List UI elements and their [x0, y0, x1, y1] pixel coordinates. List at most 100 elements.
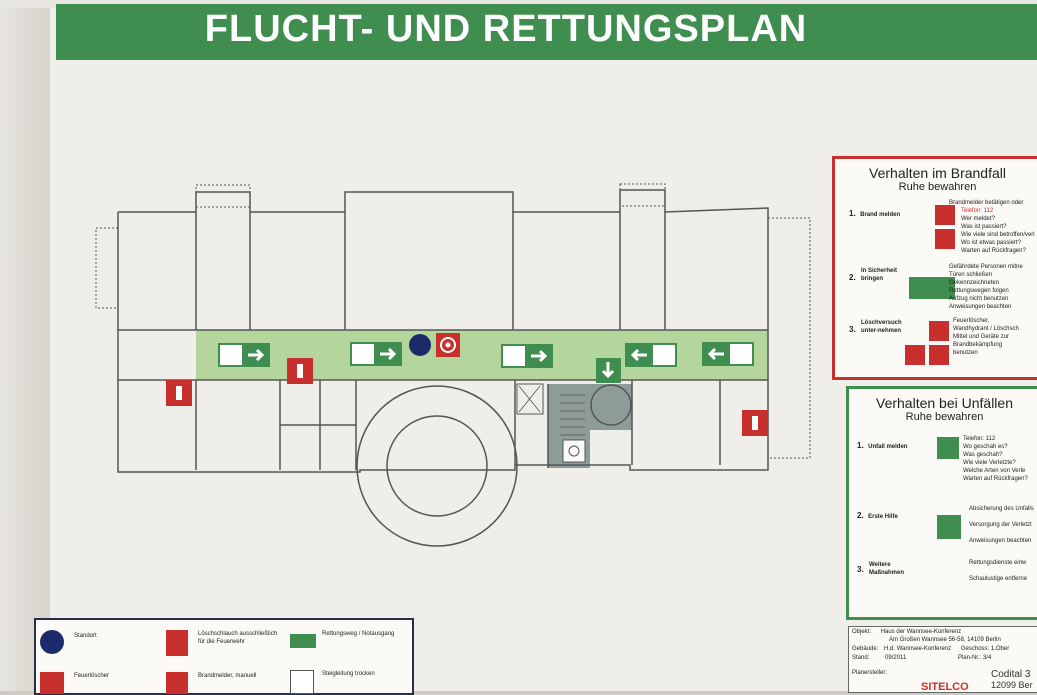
step-line: Wie viele Verletzte? [963, 460, 1016, 466]
legend-label: Standort [74, 633, 97, 639]
legend-label: Löschschlauch ausschließlich für die Feu… [198, 631, 278, 645]
step-line: Brandbekämpfung [953, 342, 1003, 348]
info-key: Gebäude: [852, 646, 879, 652]
step-num: 1. [849, 209, 856, 218]
fire-alarm-symbol [436, 333, 460, 357]
legend-label: Rettungsweg / Notausgang [322, 631, 395, 637]
standort-icon [40, 630, 64, 654]
info-row: Planersteller: [852, 669, 887, 677]
unfall-step-2: 2. Erste Hilfe Absicherung des Unfalls V… [857, 505, 1037, 544]
step-line: Welche Arten von Verle [963, 468, 1026, 474]
maker-logo: SITELCO [921, 681, 969, 693]
step-line: Feuerlöscher, [953, 318, 990, 324]
step-num: 3. [849, 325, 856, 334]
info-key: Stand: [852, 655, 870, 661]
dry-riser-icon [290, 670, 314, 694]
step-line: Wer meldet? [961, 216, 995, 222]
phone-icon [935, 229, 955, 249]
unfall-subheading: Ruhe bewahren [905, 411, 984, 423]
fire-alarm-icon [935, 205, 955, 225]
step-label: Erste Hilfe [868, 514, 898, 520]
step-label: In Sicherheit bringen [861, 268, 898, 282]
step-line: Aufzug nicht benutzen [949, 296, 1009, 302]
phone-icon [937, 437, 959, 459]
title-bar [56, 4, 1037, 60]
exit-sign-1 [218, 343, 270, 367]
step-line: Türen schließen [949, 272, 993, 278]
info-row: Objekt: Haus der Wannsee-Konferenz [852, 628, 961, 636]
info-value: Haus der Wannsee-Konferenz [880, 629, 962, 635]
fire-extinguisher-icon [929, 321, 949, 341]
step-line: Gekennzeichneten [949, 280, 1000, 286]
legend-item: Standort [40, 630, 97, 654]
exit-sign-5 [702, 342, 754, 366]
step-num: 2. [857, 511, 864, 520]
step-label: Unfall melden [868, 444, 908, 450]
step-label: Weitere Maßnahmen [869, 562, 905, 576]
step-line: Brandmelder betätigen oder [949, 200, 1024, 206]
step-line: Rettungsdienste einw [969, 560, 1027, 566]
step-line: Wo geschah es? [963, 444, 1008, 450]
legend-item: Brandmelder, manuell [166, 672, 256, 694]
fire-extinguisher-symbol-2 [287, 358, 313, 384]
brandfall-step-3: 3. Löschversuch unter-nehmen Feuerlösche… [849, 318, 1037, 365]
legend-item: Löschschlauch ausschließlich für die Feu… [166, 630, 277, 656]
info-value: H.d. Wannsee-Konferenz [884, 646, 952, 652]
info-value: 09/2011 [885, 655, 907, 661]
step-line: Wandhydrant / Löschsch [953, 326, 1019, 332]
unfall-box: Verhalten bei Unfällen Ruhe bewahren 1. … [846, 386, 1037, 620]
exit-sign-icon [909, 277, 955, 299]
step-line: Warten auf Rückfragen? [963, 476, 1028, 482]
step-line: Mittel und Geräte zur [953, 334, 1010, 340]
step-line: Wie viele sind betroffen/verl [961, 232, 1035, 238]
brandfall-subheading: Ruhe bewahren [898, 181, 977, 193]
info-key: Planersteller: [852, 670, 888, 676]
maker-city: 12099 Ber [991, 680, 1033, 690]
plan-info: Objekt: Haus der Wannsee-Konferenz Am Gr… [848, 626, 1037, 693]
step-line: Rettungswegen folgen [949, 288, 1009, 294]
step-num: 2. [849, 273, 856, 282]
info-row: Am Großen Wannsee 56-58, 14109 Berlin [889, 636, 1001, 644]
unfall-heading: Verhalten bei Unfällen [876, 395, 1013, 411]
unfall-step-1: 1. Unfall melden Telefon: 112 Wo geschah… [857, 435, 1037, 482]
info-row: Gebäude: H.d. Wannsee-Konferenz Geschoss… [852, 645, 1009, 653]
step-line: Versorgung der Verletzt [969, 522, 1032, 528]
unfall-step-3: 3. Weitere Maßnahmen Rettungsdienste ein… [857, 559, 1037, 582]
plan-title: FLUCHT- UND RETTUNGSPLAN [204, 8, 808, 50]
fire-extinguisher-symbol-3 [742, 410, 768, 436]
frame-left [0, 0, 50, 691]
info-value: Geschoss: 1.Ober [960, 646, 1010, 652]
step-line: Absicherung des Unfalls [969, 506, 1034, 512]
info-key: Objekt: [852, 629, 872, 635]
fire-blanket-icon [905, 345, 925, 365]
exit-arrow-down [596, 358, 621, 383]
step-line: Was geschah? [963, 452, 1003, 458]
step-num: 1. [857, 441, 864, 450]
step-line: Was ist passiert? [961, 224, 1007, 230]
step-line: Warten auf Rückfragen? [961, 248, 1026, 254]
step-line: Wo ist etwas passiert? [961, 240, 1021, 246]
fire-hose-icon [166, 630, 188, 656]
maker-name: Codital 3 [991, 669, 1031, 680]
legend-label: Brandmelder, manuell [198, 673, 257, 679]
legend-item: Feuerlöscher [40, 672, 109, 694]
step-line: Schaulustige entferne [969, 576, 1028, 582]
brandfall-step-2: 2. In Sicherheit bringen Gefährdete Pers… [849, 264, 1037, 310]
fire-extinguisher-icon [40, 672, 64, 694]
step-line: benutzen [953, 350, 978, 356]
legend-item: Rettungsweg / Notausgang [290, 631, 394, 648]
step-line: Telefon: 112 [961, 208, 994, 214]
info-value: Am Großen Wannsee 56-58, 14109 Berlin [889, 637, 1001, 643]
brandfall-step-1: 1. Brand melden Brandmelder betätigen od… [849, 200, 1037, 254]
step-line: Gefährdete Personen mitne [949, 264, 1023, 270]
standort-dot [409, 334, 431, 356]
step-label: Löschversuch unter-nehmen [861, 320, 902, 334]
step-line: Anweisungen beachten [969, 538, 1032, 544]
step-label: Brand melden [860, 212, 901, 218]
fire-hose-icon [929, 345, 949, 365]
step-num: 3. [857, 565, 864, 574]
exit-sign-4 [625, 343, 677, 367]
legend-item: Steigleitung trocken [290, 670, 375, 694]
fire-alarm-icon [166, 672, 188, 694]
